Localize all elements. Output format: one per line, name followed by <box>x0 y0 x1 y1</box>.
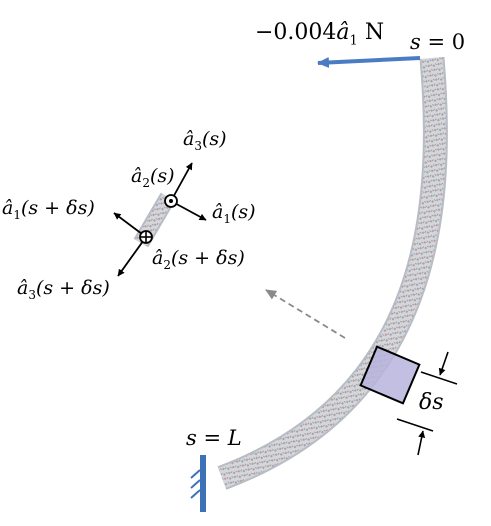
force-label: −0.004â1 N <box>255 20 385 49</box>
a3-sds-label: â3(s + δs) <box>17 277 110 302</box>
a1-s-label: â1(s) <box>212 201 256 226</box>
zoom-pointer <box>265 289 346 339</box>
force-arrow <box>317 56 421 68</box>
a3-s-arrow <box>170 162 193 202</box>
clamped-wall <box>190 455 206 512</box>
frame-at-s <box>164 162 207 221</box>
frame-at-s-plus-ds <box>113 212 153 277</box>
s-L-label: s = L <box>186 426 242 450</box>
rod <box>217 56 448 490</box>
element-box <box>359 345 421 405</box>
a1-sds-label: â1(s + δs) <box>2 197 95 222</box>
delta-s-label: δs <box>419 390 444 415</box>
a2-s-label: â2(s) <box>131 165 175 190</box>
delta-s-dimension <box>396 351 458 456</box>
s-zero-label: s = 0 <box>410 30 466 54</box>
a2-sds-label: â2(s + δs) <box>152 247 245 272</box>
a3-sds-arrow <box>117 236 147 277</box>
a3-s-label: â3(s) <box>183 128 227 153</box>
